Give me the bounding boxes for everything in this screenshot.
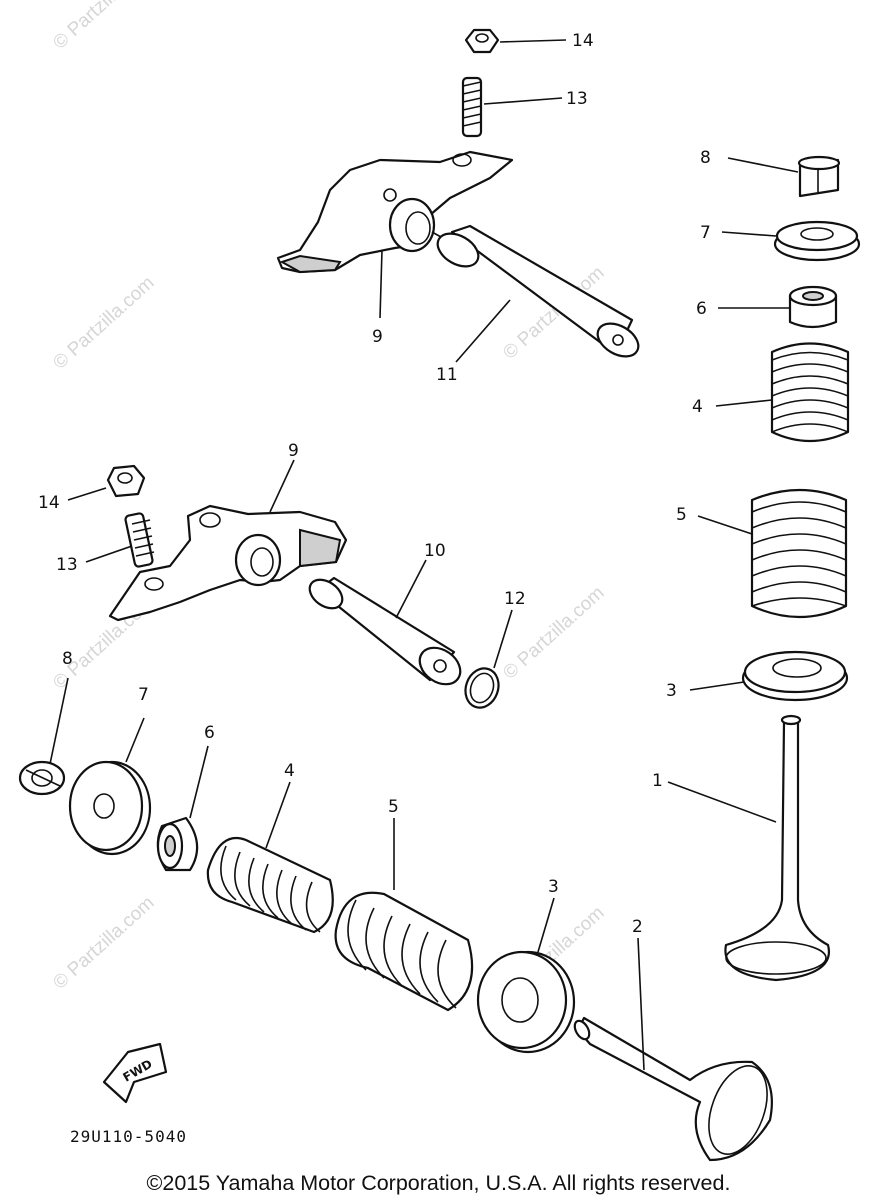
adjusting-screw-13-upper (461, 76, 483, 138)
callout-6-lower: 6 (204, 723, 215, 743)
valve-2 (573, 1016, 773, 1162)
spring-seat-3-right (741, 650, 849, 702)
callout-9-upper: 9 (372, 327, 383, 347)
forward-arrow-icon: FWD (102, 1042, 168, 1104)
nut-14-upper (464, 28, 500, 54)
callout-14-lower: 14 (38, 493, 60, 513)
watermark-3: © Partzilla.com (49, 0, 158, 54)
callout-13-lower: 13 (56, 555, 78, 575)
valve-stem-seal-6-right (788, 285, 838, 329)
valve-cotter-8-right (797, 155, 841, 198)
rocker-shaft-10 (308, 576, 462, 686)
callout-6-right: 6 (696, 299, 707, 319)
diagram-code: 29U110-5040 (70, 1127, 187, 1146)
leader-lines (49, 39, 799, 1071)
valve-stem-seal-6-lower (156, 816, 199, 872)
callout-labels: 14 13 9 11 8 7 6 4 5 3 1 9 14 13 10 12 8… (38, 31, 711, 937)
callout-5-right: 5 (676, 505, 687, 525)
outer-spring-5-lower (334, 891, 474, 1012)
rocker-shaft-11 (431, 224, 640, 358)
callout-14-upper: 14 (572, 31, 594, 51)
upper-rocker-assembly (276, 28, 640, 358)
callout-3-lower: 3 (548, 877, 559, 897)
callout-11: 11 (436, 365, 458, 385)
callout-4-lower: 4 (284, 761, 295, 781)
outer-spring-5-right (750, 488, 848, 619)
callout-8-right: 8 (700, 148, 711, 168)
watermark-1: © Partzilla.com (49, 272, 158, 373)
copyright-notice: ©2015 Yamaha Motor Corporation, U.S.A. A… (146, 1171, 731, 1195)
watermark-group: © Partzilla.com © Partzilla.com © Partzi… (49, 0, 608, 1004)
callout-1: 1 (652, 771, 663, 791)
inner-spring-4-lower (206, 837, 334, 934)
callout-10: 10 (424, 541, 446, 561)
o-ring-12 (464, 667, 500, 709)
valve-cotter-8-lower (18, 760, 66, 796)
valve-retainer-7-right (773, 220, 861, 262)
callout-13-upper: 13 (566, 89, 588, 109)
callout-3-right: 3 (666, 681, 677, 701)
valve-1 (724, 714, 831, 982)
callout-8-lower: 8 (62, 649, 73, 669)
right-valve-stack (724, 155, 861, 982)
rocker-arm-9-upper (276, 150, 514, 274)
callout-12: 12 (504, 589, 526, 609)
callout-4-right: 4 (692, 397, 703, 417)
callout-2: 2 (632, 917, 643, 937)
callout-7-lower: 7 (138, 685, 149, 705)
lower-rocker-assembly (106, 464, 500, 709)
valve-retainer-7-lower (68, 760, 152, 856)
callout-7-right: 7 (700, 223, 711, 243)
adjusting-screw-13-lower (124, 512, 155, 568)
watermark-5: © Partzilla.com (49, 892, 158, 993)
lower-valve-stack (18, 760, 773, 1162)
inner-spring-4-right (770, 342, 850, 443)
callout-5-lower: 5 (388, 797, 399, 817)
rocker-arm-9-lower (108, 504, 348, 622)
spring-seat-3-lower (476, 950, 576, 1054)
nut-14-lower (106, 464, 146, 498)
callout-9-lower: 9 (288, 441, 299, 461)
